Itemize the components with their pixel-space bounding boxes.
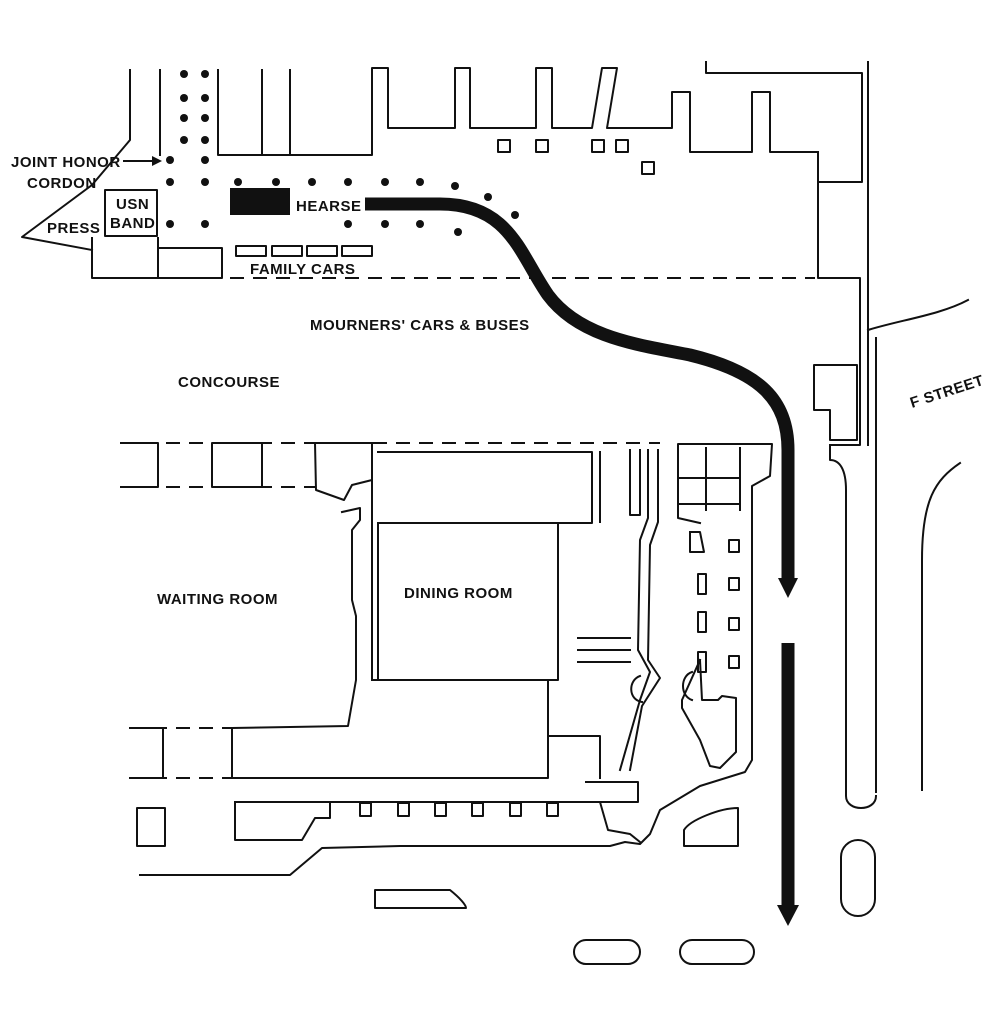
joint-honor-cordon-dots <box>166 70 519 236</box>
cordon-pointer-arrow <box>123 156 162 166</box>
terminal-building <box>139 442 773 876</box>
label-mourners-cars-buses: MOURNERS' CARS & BUSES <box>310 317 530 334</box>
label-joint-honor-cordon-2: CORDON <box>27 175 97 192</box>
east-pillars <box>681 531 740 769</box>
top-pillars <box>497 139 655 175</box>
hearse-marker <box>230 188 290 215</box>
route-arrowhead-lower <box>777 905 799 926</box>
label-f-street: F STREET <box>908 372 986 412</box>
family-cars <box>235 245 373 257</box>
west-blocks <box>121 441 373 847</box>
label-usn-band-1: USN <box>116 196 149 213</box>
concourse-dashed-lines <box>120 442 660 779</box>
procession-route-curve <box>365 197 795 580</box>
label-hearse: HEARSE <box>296 198 362 215</box>
south-windows <box>359 802 559 817</box>
label-joint-honor-cordon-1: JOINT HONOR <box>11 154 121 171</box>
label-family-cars: FAMILY CARS <box>250 261 356 278</box>
south-islands <box>374 807 755 965</box>
label-usn-band-2: BAND <box>110 215 155 232</box>
east-corridor <box>577 447 741 844</box>
usn-band-box <box>104 189 158 237</box>
label-dining-room: DINING ROOM <box>404 585 513 602</box>
f-street <box>813 61 970 917</box>
label-waiting-room: WAITING ROOM <box>157 591 278 608</box>
route-arrowhead-upper <box>778 578 798 598</box>
label-concourse: CONCOURSE <box>178 374 280 391</box>
north-building-outline <box>90 61 863 446</box>
median-island <box>840 839 876 917</box>
label-press: PRESS <box>47 220 100 237</box>
